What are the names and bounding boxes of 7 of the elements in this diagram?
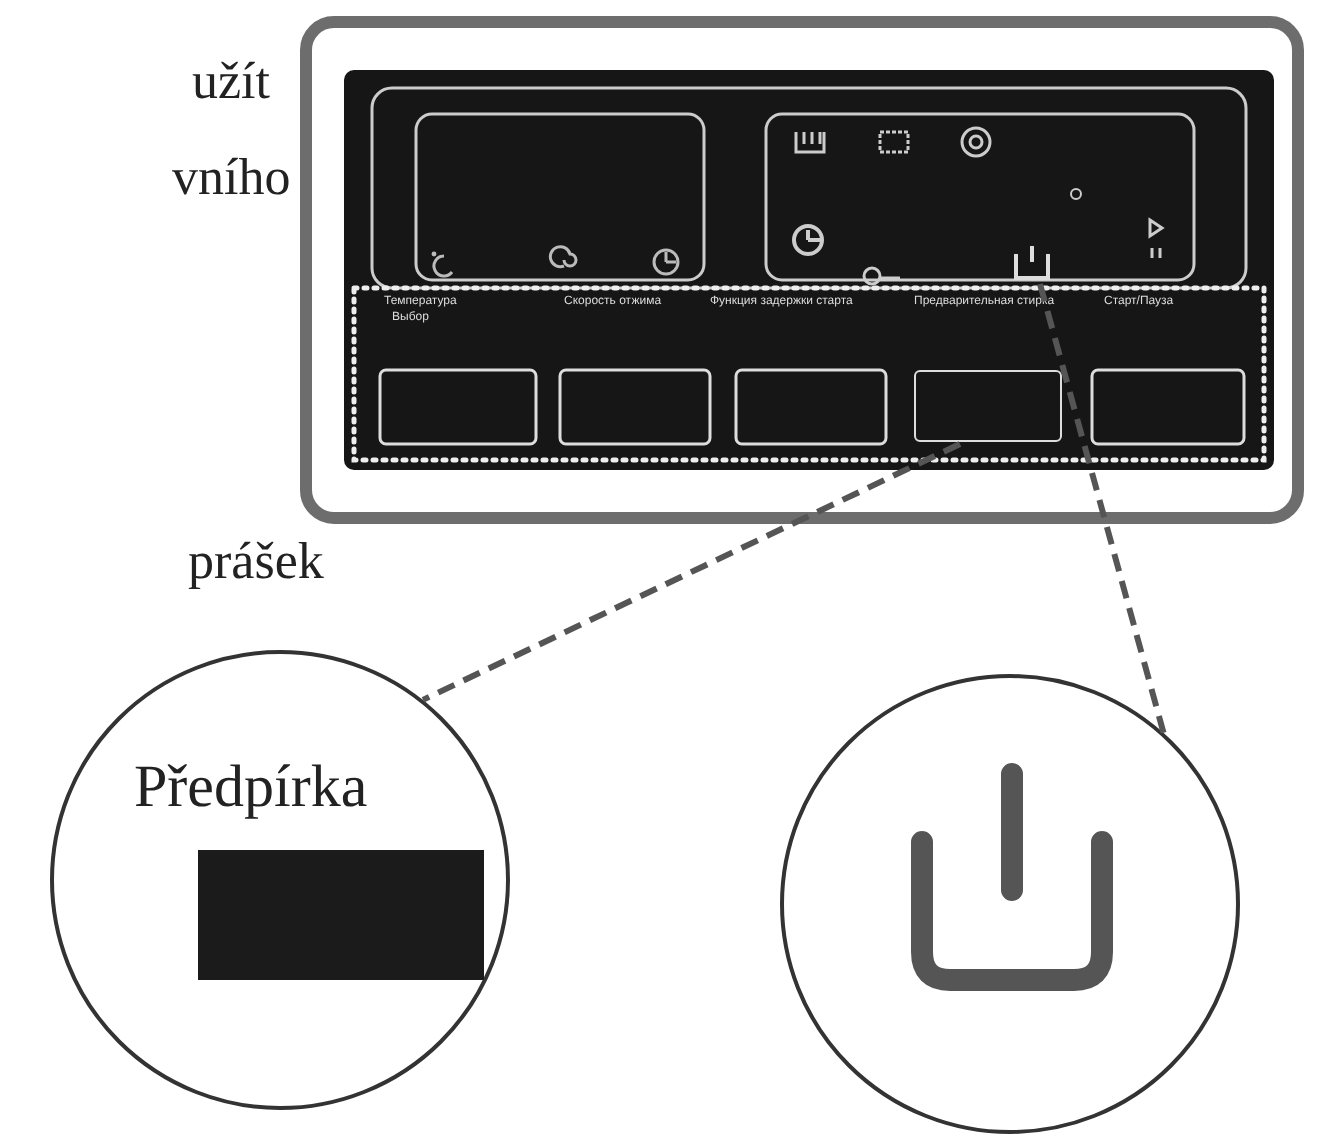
cut-off-text: vního (172, 148, 291, 208)
cut-off-text: prášek (188, 532, 324, 592)
cut-off-text: užít (192, 52, 270, 112)
callout-title: Předpírka (134, 754, 368, 822)
panel-button (914, 370, 1062, 442)
power-icon (1010, 242, 1054, 284)
leader-line (1037, 283, 1167, 734)
